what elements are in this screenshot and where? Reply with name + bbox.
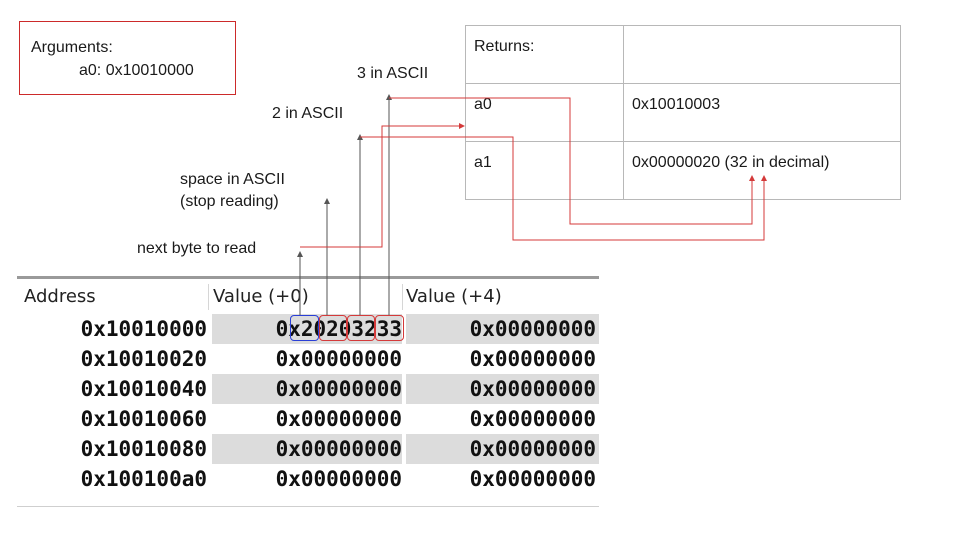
label-stop-reading: (stop reading) [180,193,279,210]
memory-address: 0x10010000 [80,317,207,341]
memory-value-4: 0x00000000 [469,377,596,401]
memory-row: 0x10010040 0x00000000 0x00000000 [17,374,599,404]
label-next-byte: next byte to read [137,240,257,257]
memory-address: 0x10010060 [80,407,207,431]
returns-header-row: Returns: [465,25,901,84]
memory-table: Address Value (+0) Value (+4) 0x10010000… [17,276,599,508]
arguments-title: Arguments: [31,39,113,56]
memory-row: 0x10010000 0x20203233 0x00000000 [17,314,599,344]
byte-box-ascii-2 [347,315,375,341]
memory-address: 0x100100a0 [80,467,207,491]
memory-address: 0x10010080 [80,437,207,461]
returns-row-a1: a1 0x00000020 (32 in decimal) [465,141,901,200]
arrow-a1-link [360,136,767,241]
header-value-0: Value (+0) [213,286,309,307]
arguments-box: Arguments: a0: 0x10010000 [19,21,236,95]
memory-row: 0x10010020 0x00000000 0x00000000 [17,344,599,374]
label-3-in-ascii: 3 in ASCII [357,65,429,82]
memory-value-4: 0x00000000 [469,407,596,431]
returns-header-empty [623,25,901,84]
memory-address: 0x10010020 [80,347,207,371]
returns-reg-a1: a1 [465,141,624,200]
memory-value-0: 0x20203233 [275,317,402,341]
memory-value-4: 0x00000000 [469,437,596,461]
memory-row: 0x10010060 0x00000000 0x00000000 [17,404,599,434]
byte-box-next-read [290,315,319,341]
memory-row: 0x10010080 0x00000000 0x00000000 [17,434,599,464]
memory-value-0: 0x00000000 [275,347,402,371]
returns-reg-a0: a0 [465,83,624,142]
header-value-4: Value (+4) [406,286,502,307]
memory-table-top-border [17,276,599,279]
header-separator [208,284,209,310]
returns-value-a1: 0x00000020 (32 in decimal) [623,141,901,200]
argument-a0: a0: 0x10010000 [79,62,194,79]
arrow-next-byte-to-a0 [300,123,465,248]
memory-value-0: 0x00000000 [275,467,402,491]
memory-table-bottom-border [17,506,599,507]
returns-table: Returns: a0 0x10010003 a1 0x00000020 (32… [465,25,901,200]
label-space-in-ascii: space in ASCII [180,171,285,188]
memory-value-0: 0x00000000 [275,377,402,401]
label-2-in-ascii: 2 in ASCII [272,105,344,122]
memory-value-4: 0x00000000 [469,347,596,371]
arrow-a0-link [389,97,755,225]
memory-value-4: 0x00000000 [469,317,596,341]
byte-box-space [319,315,347,341]
memory-value-0: 0x00000000 [275,407,402,431]
byte-box-ascii-3 [375,315,404,341]
memory-row: 0x100100a0 0x00000000 0x00000000 [17,464,599,494]
memory-value-0: 0x00000000 [275,437,402,461]
memory-value-4: 0x00000000 [469,467,596,491]
header-separator [402,284,403,310]
memory-address: 0x10010040 [80,377,207,401]
header-address: Address [24,286,96,307]
